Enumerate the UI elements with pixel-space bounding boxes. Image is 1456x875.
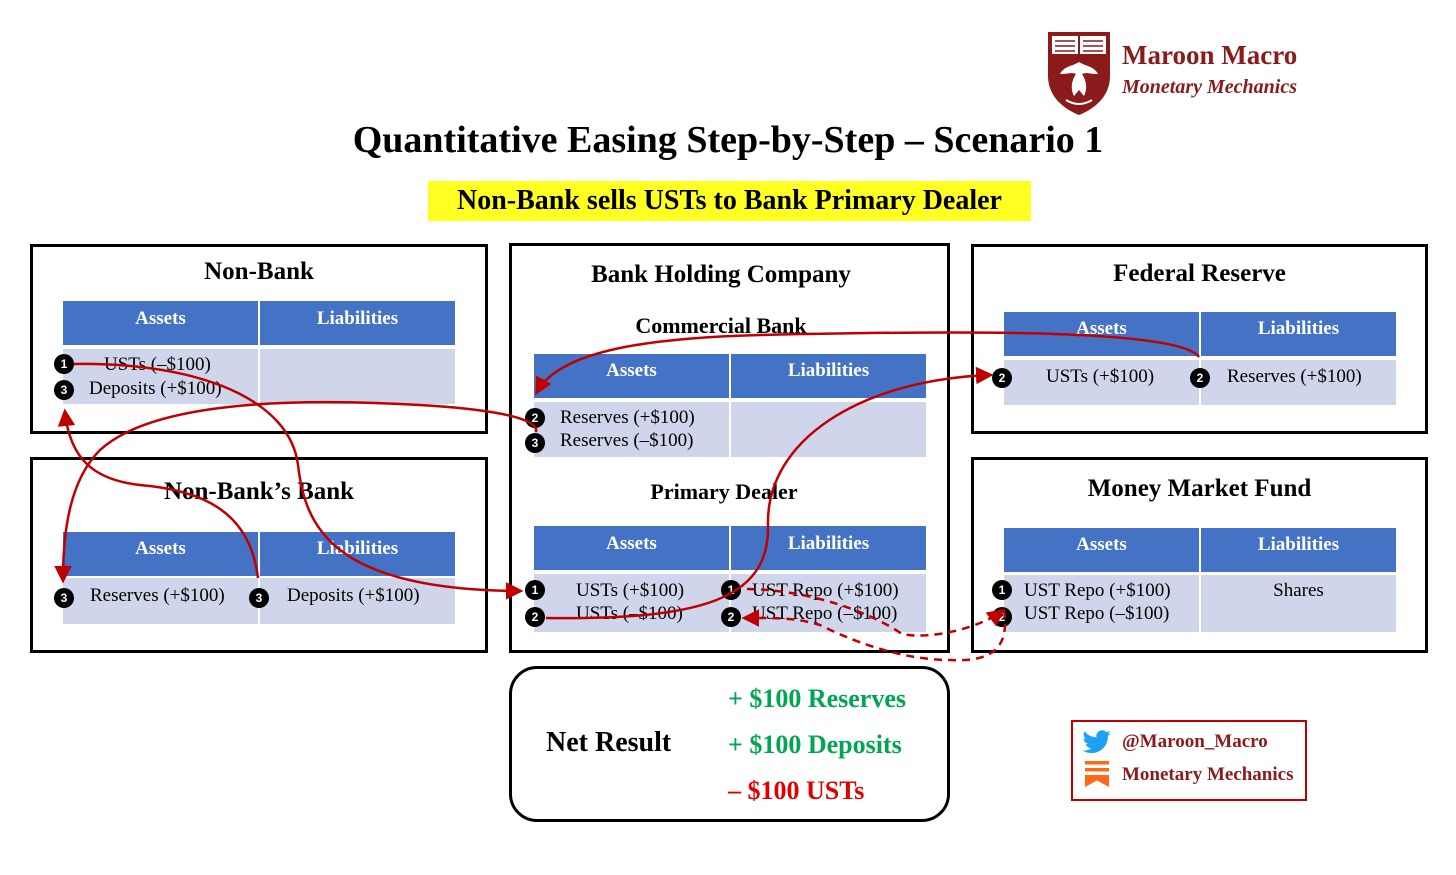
mmf-asset-repo-minus: UST Repo (–$100) bbox=[1024, 603, 1170, 624]
step-badge: 2 bbox=[525, 408, 545, 428]
net-result-box bbox=[509, 666, 950, 822]
primary-dealer-liabilities-header: Liabilities bbox=[731, 526, 926, 570]
step-badge: 3 bbox=[249, 588, 269, 608]
primary-dealer-asset-usts-plus: USTs (+$100) bbox=[576, 580, 685, 601]
step-badge: 2 bbox=[525, 607, 545, 627]
step-badge: 1 bbox=[992, 580, 1012, 600]
brand-name: Maroon Macro bbox=[1122, 40, 1298, 70]
step-badge: 3 bbox=[54, 588, 74, 608]
net-result-deposits: + $100 Deposits bbox=[728, 730, 902, 759]
step-badge: 1 bbox=[721, 580, 741, 600]
federal-reserve-asset-usts: USTs (+$100) bbox=[1046, 366, 1155, 387]
federal-reserve-assets-header: Assets bbox=[1004, 312, 1199, 356]
page-title: Quantitative Easing Step-by-Step – Scena… bbox=[352, 119, 1104, 161]
twitter-bird-icon bbox=[1082, 730, 1111, 754]
commercial-bank-asset-reserves-plus: Reserves (+$100) bbox=[560, 407, 695, 428]
non-banks-bank-asset-reserves: Reserves (+$100) bbox=[90, 585, 225, 606]
federal-reserve-liabilities-cell bbox=[1201, 360, 1396, 405]
primary-dealer-assets-header: Assets bbox=[534, 526, 729, 570]
non-banks-bank-liability-deposits: Deposits (+$100) bbox=[287, 585, 420, 606]
brand-subtitle: Monetary Mechanics bbox=[1122, 76, 1297, 98]
net-result-reserves: + $100 Reserves bbox=[728, 684, 906, 713]
money-market-fund-liabilities-header: Liabilities bbox=[1201, 528, 1396, 572]
non-bank-asset-usts: USTs (–$100) bbox=[104, 354, 211, 375]
scenario-subtitle: Non-Bank sells USTs to Bank Primary Deal… bbox=[428, 181, 1031, 221]
commercial-bank-asset-reserves-minus: Reserves (–$100) bbox=[560, 430, 694, 451]
step-badge: 2 bbox=[992, 607, 1012, 627]
step-badge: 1 bbox=[525, 580, 545, 600]
commercial-bank-title: Commercial Bank bbox=[635, 313, 807, 338]
money-market-fund-liabilities-cell bbox=[1201, 575, 1396, 632]
non-bank-asset-deposits: Deposits (+$100) bbox=[89, 378, 222, 399]
step-badge: 3 bbox=[54, 380, 74, 400]
non-banks-bank-liabilities-header: Liabilities bbox=[260, 532, 455, 576]
step-badge: 2 bbox=[992, 368, 1012, 388]
non-bank-title: Non-Bank bbox=[204, 258, 314, 285]
step-badge: 3 bbox=[525, 433, 545, 453]
non-banks-bank-title: Non-Bank’s Bank bbox=[163, 478, 355, 505]
substack-link[interactable]: Monetary Mechanics bbox=[1122, 764, 1294, 785]
commercial-bank-liabilities-header: Liabilities bbox=[731, 354, 926, 398]
step-badge: 2 bbox=[1190, 368, 1210, 388]
substack-icon bbox=[1085, 761, 1109, 787]
primary-dealer-liability-repo-minus: UST Repo (–$100) bbox=[752, 603, 898, 624]
mmf-asset-repo-plus: UST Repo (+$100) bbox=[1024, 580, 1171, 601]
twitter-handle[interactable]: @Maroon_Macro bbox=[1122, 731, 1268, 752]
primary-dealer-liability-repo-plus: UST Repo (+$100) bbox=[752, 580, 899, 601]
non-bank-assets-header: Assets bbox=[63, 301, 258, 345]
mmf-liability-shares: Shares bbox=[1273, 580, 1324, 601]
federal-reserve-liabilities-header: Liabilities bbox=[1201, 312, 1396, 356]
commercial-bank-assets-header: Assets bbox=[534, 354, 729, 398]
crest-icon bbox=[1048, 32, 1110, 115]
non-bank-liabilities-cell bbox=[260, 349, 455, 404]
net-result-usts: – $100 USTs bbox=[728, 776, 865, 805]
non-bank-liabilities-header: Liabilities bbox=[260, 301, 455, 345]
step-badge: 1 bbox=[54, 354, 74, 374]
primary-dealer-asset-usts-minus: USTs (–$100) bbox=[576, 603, 683, 624]
commercial-bank-liabilities-cell bbox=[731, 402, 926, 457]
social-links-box bbox=[1071, 720, 1307, 801]
federal-reserve-liability-reserves: Reserves (+$100) bbox=[1227, 366, 1362, 387]
step-badge: 2 bbox=[721, 607, 741, 627]
non-banks-bank-assets-header: Assets bbox=[63, 532, 258, 576]
federal-reserve-title: Federal Reserve bbox=[1113, 260, 1286, 287]
money-market-fund-assets-cell bbox=[1004, 575, 1199, 632]
money-market-fund-title: Money Market Fund bbox=[1087, 475, 1312, 502]
primary-dealer-title: Primary Dealer bbox=[650, 479, 798, 504]
bank-holding-company-title: Bank Holding Company bbox=[591, 261, 851, 288]
money-market-fund-assets-header: Assets bbox=[1004, 528, 1199, 572]
net-result-label: Net Result bbox=[546, 727, 672, 758]
